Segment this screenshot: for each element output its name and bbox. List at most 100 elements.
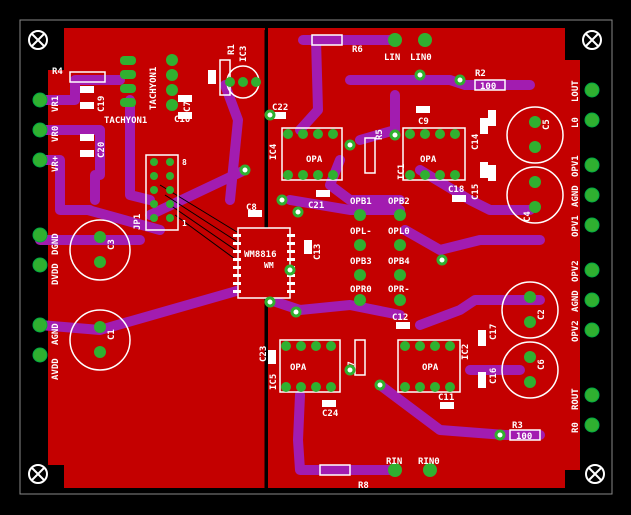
label-opb3: OPB3 [350, 257, 372, 267]
label-c8: C8 [246, 203, 257, 213]
label-c5: C5 [542, 119, 552, 130]
label-vr1: VR1 [51, 96, 61, 112]
label-opv1b: OPV1 [571, 215, 581, 237]
op-test-pads[interactable]: OPB1 OPB2 OPL- OPL0 OPB3 OPB4 OPR0 OPR- [350, 197, 410, 306]
label-jp1: JP1 [133, 214, 143, 230]
chip-label: WM8816 [244, 250, 277, 260]
label-ic1: IC1 [397, 164, 407, 180]
tachyon-header[interactable]: TACHYON1 TACHYON1 [104, 54, 178, 126]
mounting-hole-br [585, 464, 605, 484]
label-opb1: OPB1 [350, 197, 372, 207]
label-oprm: OPR- [388, 285, 410, 295]
label-l0: L0 [571, 117, 581, 128]
ic4-label: OPA [306, 155, 323, 165]
tachyon-label: TACHYON1 [104, 116, 147, 126]
label-c16: C16 [489, 368, 499, 384]
label-c23: C23 [259, 346, 269, 362]
ic5-opamp[interactable]: OPA IC5 [269, 339, 341, 393]
label-opb4: OPB4 [388, 257, 410, 267]
left-connectors[interactable]: VR1 VR0 VR+ DGND DVDD AGND AVDD [32, 92, 61, 380]
ic1-label: OPA [420, 155, 437, 165]
ic5-label: OPA [290, 363, 307, 373]
label-c10: C10 [174, 115, 190, 125]
label-ic3: IC3 [239, 46, 249, 62]
label-vr0: VR0 [51, 126, 61, 142]
label-c7: C7 [183, 101, 193, 112]
lin-connector[interactable]: LIN LIN0 [384, 33, 432, 63]
label-dgnd: DGND [51, 233, 61, 255]
label-agnd2: AGND [571, 290, 581, 312]
label-c14: C14 [471, 133, 481, 150]
tachyon-top-label: TACHYON1 [149, 67, 159, 110]
label-c4: C4 [523, 211, 533, 222]
jp1-pin-1: 1 [182, 219, 187, 228]
label-r3-val: 100 [516, 432, 532, 442]
label-c3: C3 [107, 239, 117, 250]
label-lin: LIN [384, 53, 400, 63]
jp1-pin-8: 8 [182, 158, 187, 167]
label-ic4: IC4 [269, 143, 279, 160]
label-agnd1: AGND [571, 185, 581, 207]
label-c1: C1 [107, 329, 117, 340]
label-c22: C22 [272, 103, 288, 113]
label-ic5: IC5 [269, 374, 279, 390]
label-avdd: AVDD [51, 358, 61, 380]
label-c19: C19 [97, 96, 107, 112]
jp1-header[interactable]: JP1 8 1 [133, 154, 187, 231]
label-oplm: OPL- [350, 227, 372, 237]
chip-sublabel: WM [264, 261, 274, 270]
label-lout: LOUT [571, 80, 581, 102]
label-c21: C21 [308, 201, 324, 211]
label-c11: C11 [438, 393, 454, 403]
traces [35, 35, 545, 475]
label-c9: C9 [418, 117, 429, 127]
label-r2-val: 100 [480, 82, 496, 92]
label-rin: RIN [386, 457, 402, 467]
label-rout: ROUT [571, 388, 581, 410]
label-opb2: OPB2 [388, 197, 410, 207]
label-r4: R4 [52, 67, 63, 77]
label-ic2: IC2 [461, 344, 471, 360]
label-r6: R6 [352, 45, 363, 55]
mounting-hole-tl [28, 30, 48, 50]
ic3-regulator[interactable]: IC3 [225, 46, 261, 99]
smd-capacitors[interactable] [80, 70, 496, 409]
label-r0: R0 [571, 422, 581, 433]
label-c6: C6 [537, 359, 547, 370]
label-r3: R3 [512, 421, 523, 431]
label-c13: C13 [313, 244, 323, 260]
mounting-hole-tr [582, 30, 602, 50]
label-vrplus: VR+ [51, 155, 61, 172]
label-c2: C2 [537, 309, 547, 320]
label-c24: C24 [322, 409, 339, 419]
rin-connector[interactable]: RIN RIN0 [386, 457, 440, 477]
label-r1: R1 [227, 44, 237, 55]
label-r2: R2 [475, 69, 486, 79]
ic1-opamp[interactable]: OPA IC1 [397, 127, 466, 181]
mounting-hole-bl [28, 464, 48, 484]
label-agnd-left: AGND [51, 323, 61, 345]
label-rin0: RIN0 [418, 457, 440, 467]
ic2-opamp[interactable]: OPA IC2 [397, 339, 471, 393]
label-opv2a: OPV2 [571, 260, 581, 282]
label-c12: C12 [392, 313, 408, 323]
label-r8: R8 [358, 481, 369, 491]
label-opr0: OPR0 [350, 285, 372, 295]
electrolytic-caps[interactable] [69, 106, 564, 399]
ic4-opamp[interactable]: OPA IC4 [269, 127, 343, 181]
right-connectors[interactable]: LOUT L0 OPV1 AGND OPV1 OPV2 AGND OPV2 RO… [571, 80, 600, 433]
label-dvdd: DVDD [51, 263, 61, 285]
label-opl0: OPL0 [388, 227, 410, 237]
label-r5: R5 [375, 129, 385, 140]
label-c15: C15 [471, 184, 481, 200]
label-opv2b: OPV2 [571, 320, 581, 342]
ic2-label: OPA [422, 363, 439, 373]
vias [239, 69, 506, 441]
label-c18: C18 [448, 185, 464, 195]
label-c17: C17 [489, 324, 499, 340]
label-c20: C20 [97, 142, 107, 158]
wm8816-chip[interactable]: WM8816 WM [233, 227, 295, 299]
label-opv1a: OPV1 [571, 155, 581, 177]
label-lin0: LIN0 [410, 53, 432, 63]
